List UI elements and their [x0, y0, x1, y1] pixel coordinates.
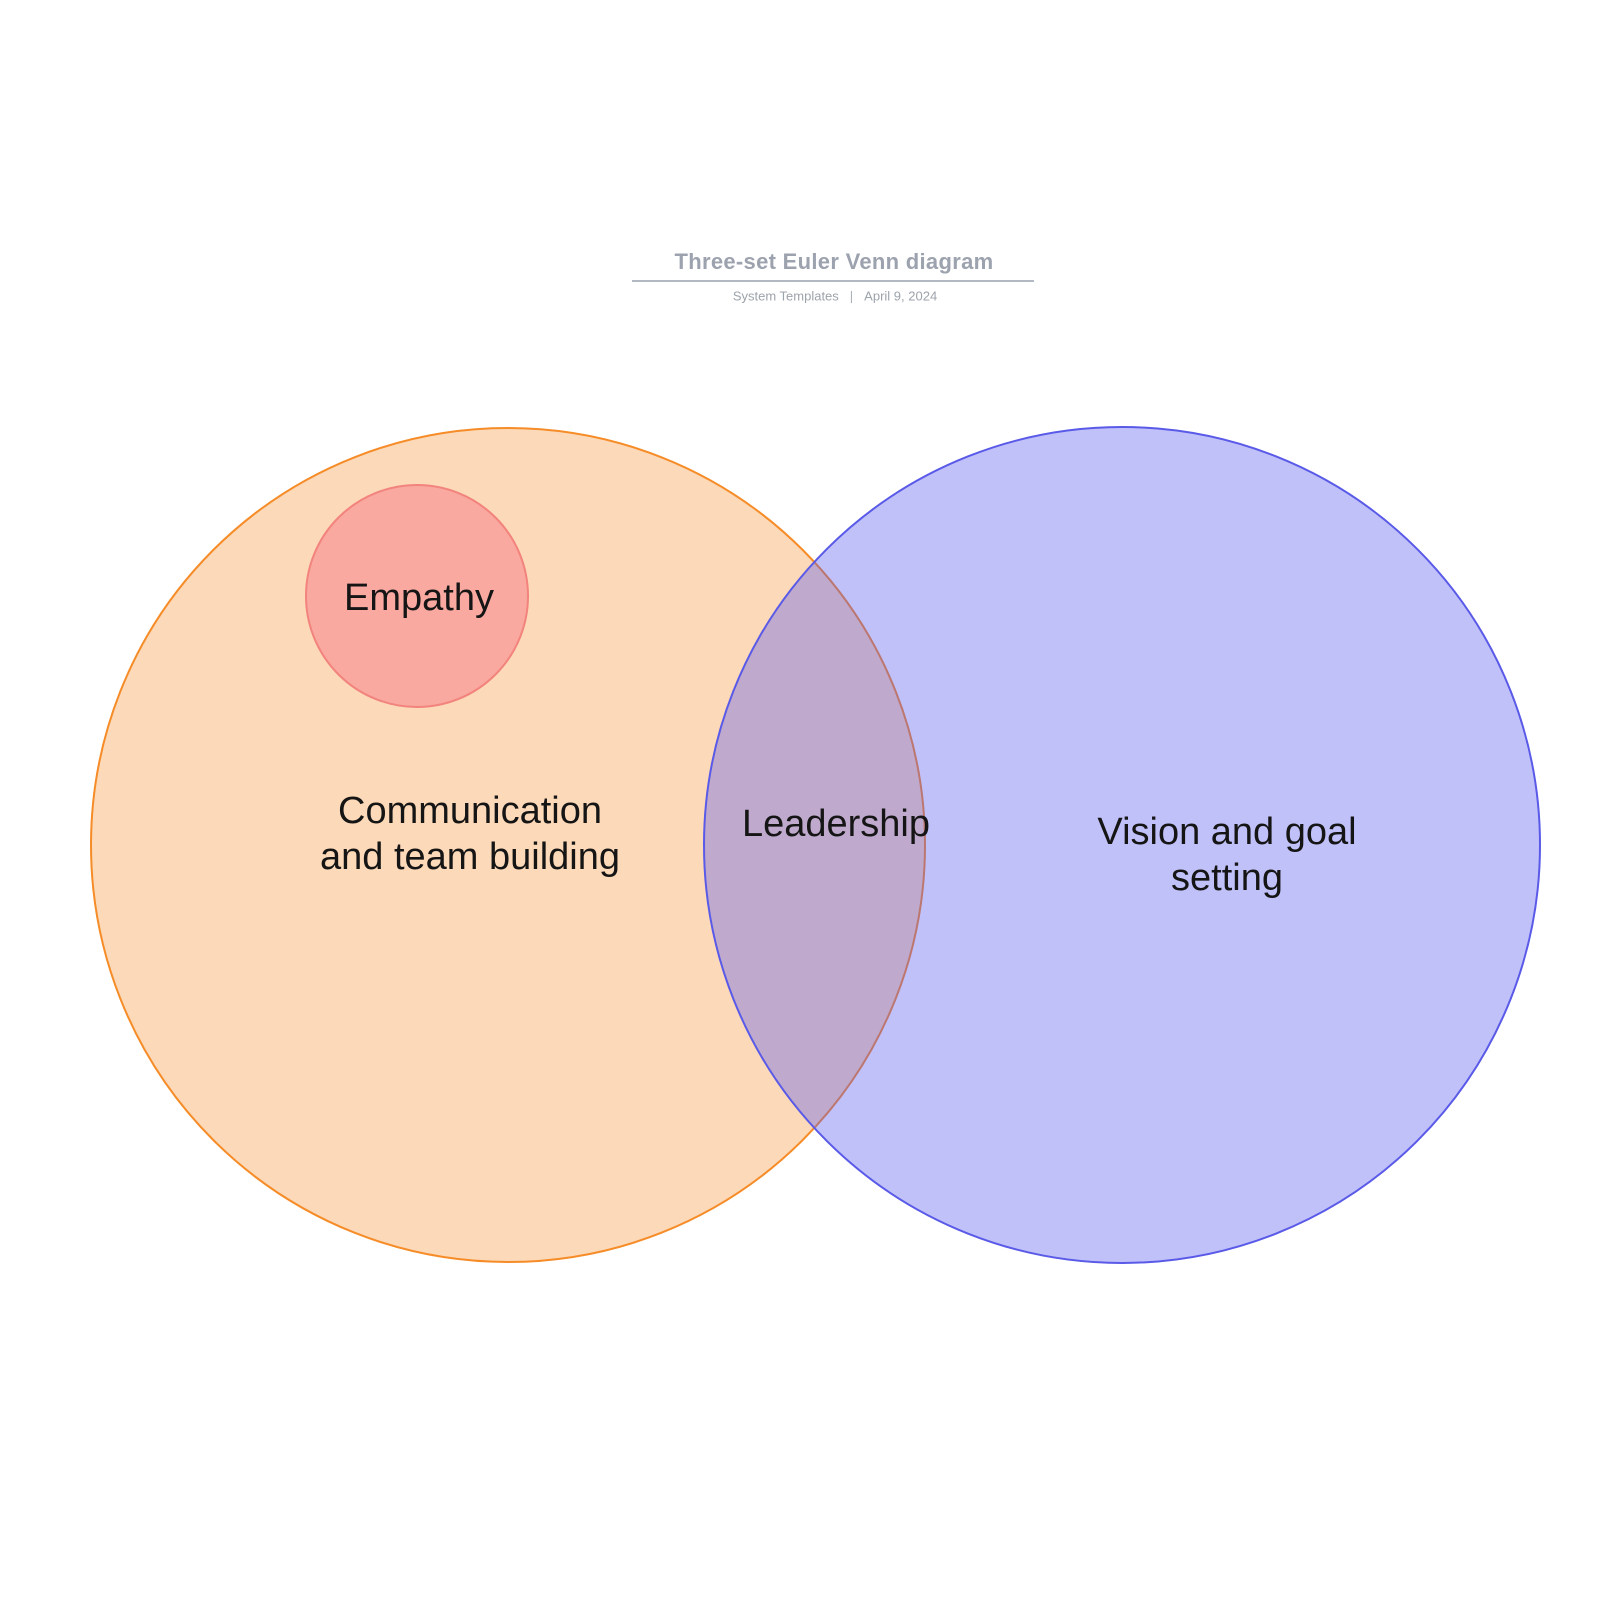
vision-circle [703, 426, 1541, 1264]
communication-label-line2: and team building [320, 836, 620, 878]
subtitle-source: System Templates [732, 288, 839, 304]
subtitle: System Templates | April 9, 2024 [733, 289, 937, 304]
title-underline [632, 280, 1034, 282]
vision-label: Vision and goal setting [1097, 809, 1356, 901]
vision-label-line1: Vision and goal [1097, 811, 1357, 853]
empathy-label: Empathy [344, 577, 494, 619]
page-title: Three-set Euler Venn diagram [674, 249, 994, 274]
vision-label-line2: setting [1171, 857, 1283, 899]
communication-label-line1: Communication [338, 790, 602, 832]
subtitle-date: April 9, 2024 [864, 288, 938, 304]
leadership-label: Leadership [741, 803, 931, 845]
communication-label: Communication and team building [320, 788, 620, 880]
subtitle-separator: | [849, 288, 854, 304]
empathy-circle [305, 484, 529, 708]
communication-circle [90, 427, 926, 1263]
